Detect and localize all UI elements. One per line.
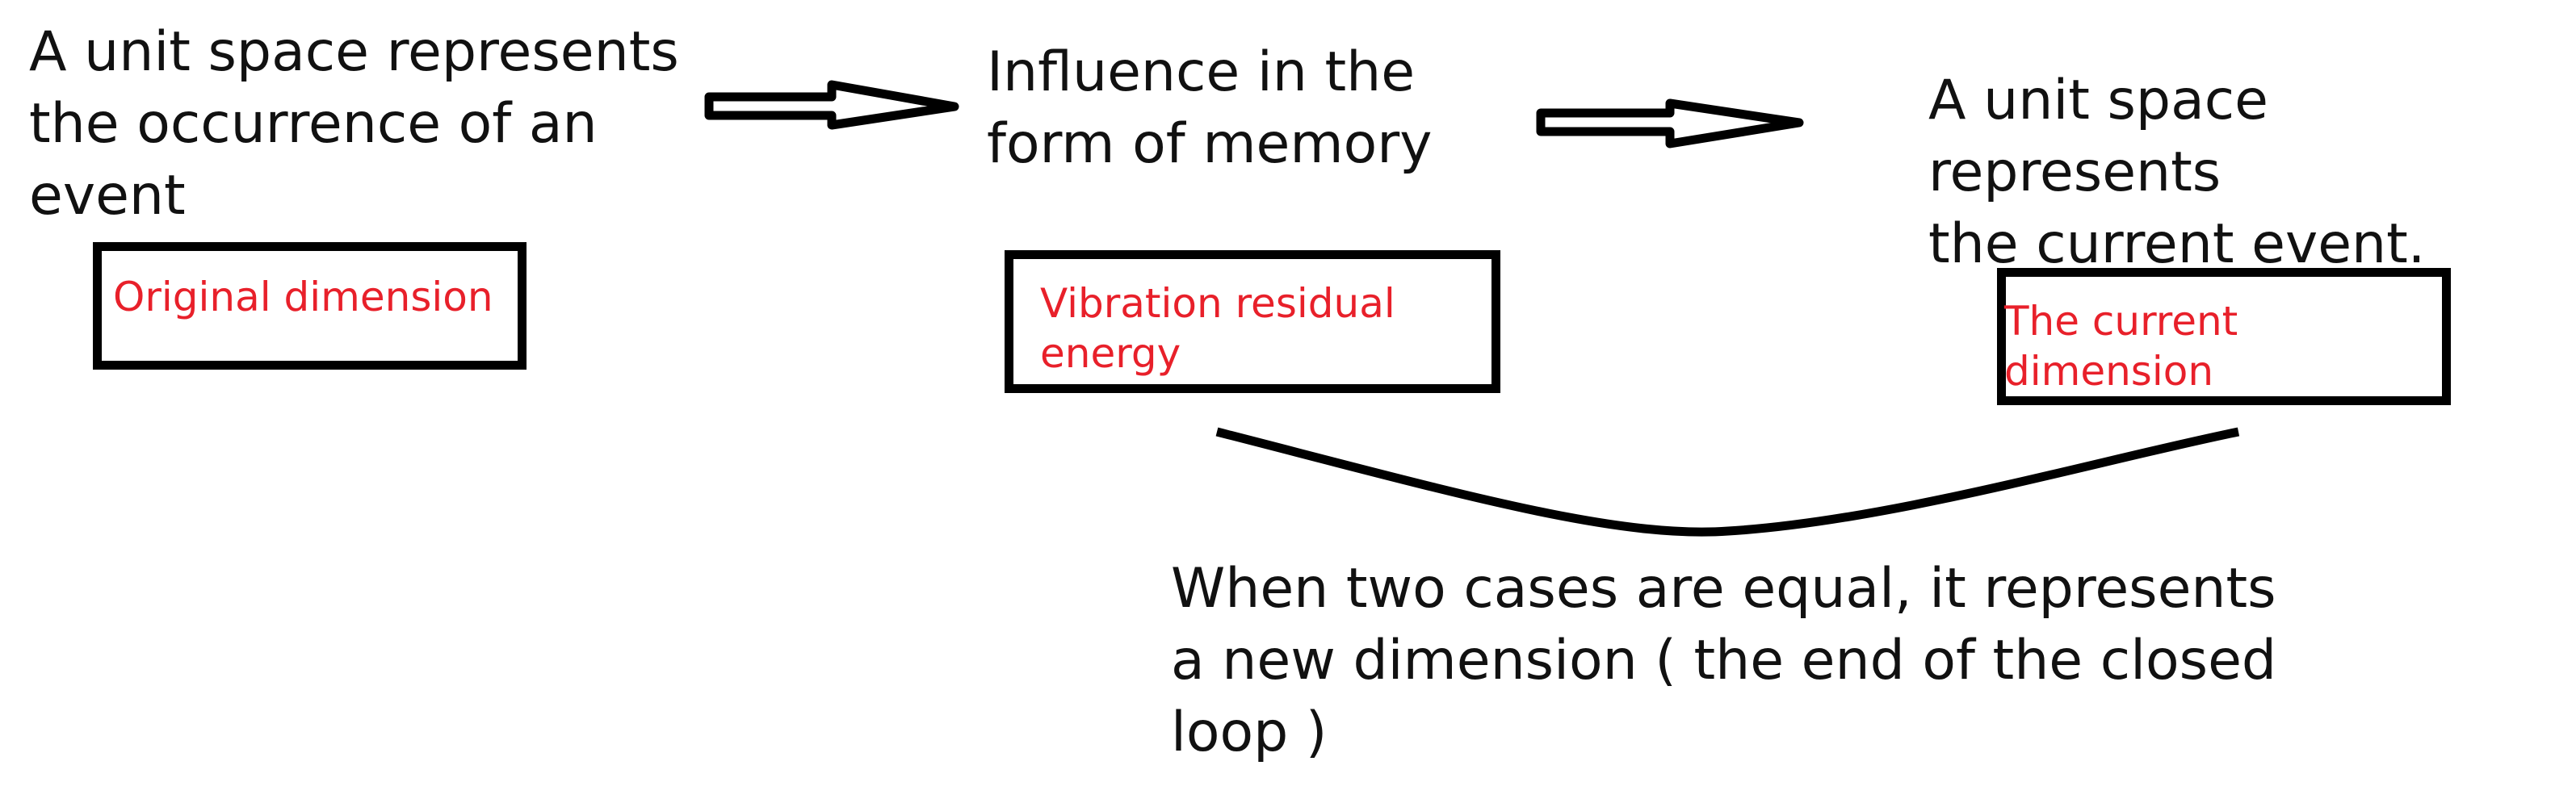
vibration-residual-energy-box: Vibration residual energy [1005, 250, 1500, 393]
current-dimension-label: The current dimension [2004, 298, 2238, 395]
original-dimension-box: Original dimension [93, 242, 527, 370]
right-statement: A unit space represents the current even… [1928, 69, 2426, 276]
left-statement: A unit space represents the occurrence o… [29, 20, 679, 228]
original-dimension-label: Original dimension [113, 274, 493, 320]
vibration-residual-energy-label: Vibration residual energy [1040, 280, 1395, 377]
arrow-middle-to-right [1536, 98, 1804, 149]
closing-curve [1215, 427, 2240, 537]
bottom-statement: When two cases are equal, it represents … [1171, 557, 2277, 764]
middle-statement: Influence in the form of memory [987, 40, 1433, 176]
arrow-left-to-middle [704, 80, 959, 130]
current-dimension-box: The current dimension [1997, 268, 2451, 405]
